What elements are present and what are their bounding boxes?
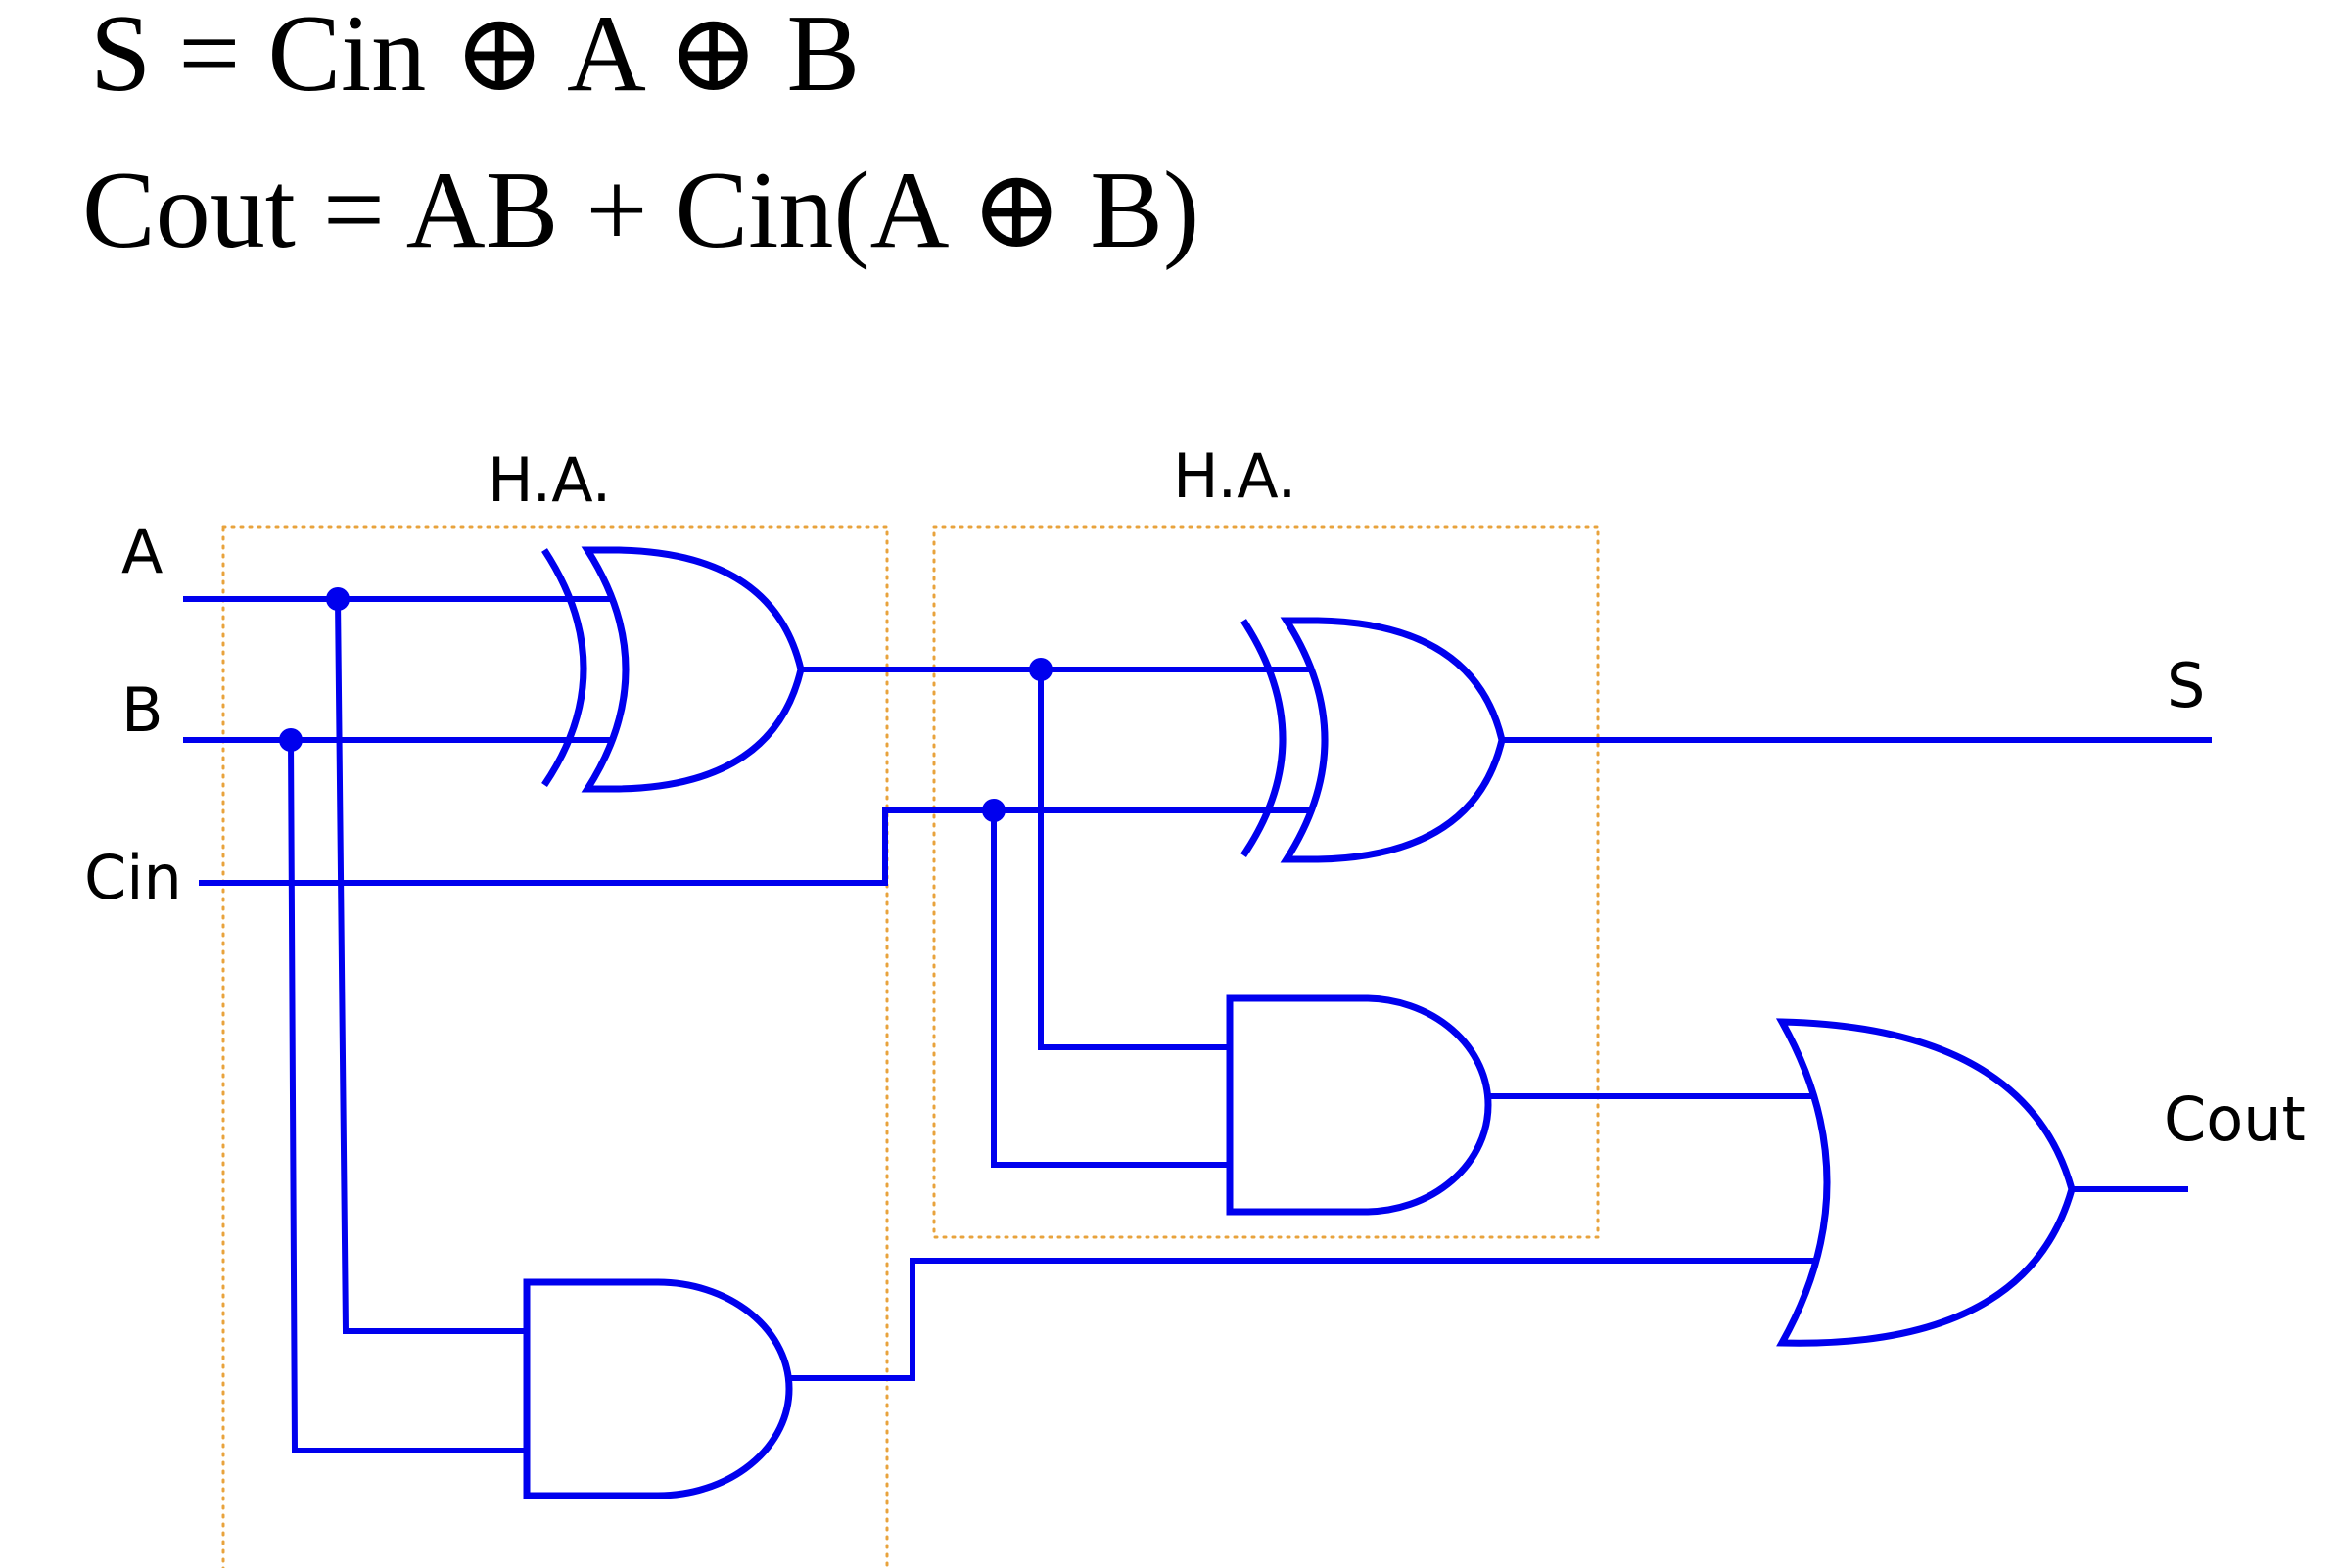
output-s-label: S <box>2167 650 2205 721</box>
xor-gate-2 <box>1240 617 1506 863</box>
half-adder-1-label: H.A. <box>488 444 611 516</box>
wire-xor1-to-and2 <box>1038 667 1233 1050</box>
input-a-label: A <box>121 516 163 587</box>
xor-gate-1-body <box>581 546 805 793</box>
wire-b-to-and1 <box>287 736 526 1453</box>
junction-cin <box>982 799 1006 822</box>
and-gate-1 <box>523 1278 793 1499</box>
half-adder-2-label: H.A. <box>1173 440 1296 512</box>
junction-b <box>279 728 303 752</box>
and-gate-2 <box>1226 994 1492 1216</box>
input-b-label: B <box>121 674 164 746</box>
junction-xor1-out <box>1029 658 1053 681</box>
sum-equation: S = Cin ⊕ A ⊕ B <box>90 0 860 115</box>
junction-a <box>326 587 350 611</box>
carry-equation: Cout = AB + Cin(A ⊕ B) <box>82 150 1199 271</box>
wires <box>183 595 2212 1453</box>
input-cin-label: Cin <box>84 842 182 913</box>
wire-a-to-and1 <box>334 595 530 1334</box>
wire-and1-to-or <box>786 1258 1830 1381</box>
xor-gate-1 <box>541 546 805 793</box>
xor-gate-2-body <box>1280 617 1506 863</box>
output-cout-label: Cout <box>2164 1084 2306 1155</box>
xor-gate-1-back-arc <box>541 548 587 787</box>
half-adder-1-box <box>221 525 889 1568</box>
wire-cin-to-and2 <box>991 807 1227 1168</box>
wire-cin <box>199 807 1319 886</box>
xor-gate-2-back-arc <box>1240 619 1287 857</box>
or-gate <box>1775 1018 2076 1347</box>
